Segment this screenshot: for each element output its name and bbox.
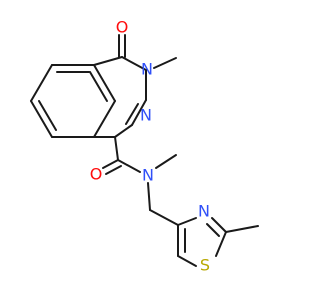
oxygen-atom-label: O (90, 165, 103, 184)
bond (155, 154, 177, 169)
bond (114, 136, 119, 161)
bond (30, 100, 53, 138)
bond (93, 56, 123, 66)
bond (177, 217, 197, 226)
oxygen-atom-label: O (116, 18, 129, 37)
bond (147, 182, 151, 211)
bond (125, 103, 139, 125)
bond (215, 231, 227, 257)
bond (105, 165, 122, 175)
bond (211, 217, 227, 233)
molecule-structure-diagram: O N N O N N S (30, 18, 259, 275)
bond (117, 159, 141, 173)
sulfur-atom-label: S (200, 256, 210, 275)
bond (114, 124, 133, 138)
nitrogen-atom-label: N (141, 60, 153, 79)
bond (102, 159, 119, 169)
bond (38, 100, 57, 131)
atom-labels: O N N O N N S (90, 18, 210, 275)
bond (177, 255, 197, 267)
bonds (30, 34, 259, 267)
nitrogen-atom-label: N (198, 202, 210, 221)
bond (131, 99, 147, 126)
nitrogen-atom-label: N (142, 166, 154, 185)
bond (93, 64, 116, 102)
bond (206, 223, 220, 237)
bond (153, 57, 177, 69)
bond (30, 64, 53, 102)
nitrogen-atom-label: N (140, 106, 152, 125)
bond (225, 225, 259, 233)
bond (93, 100, 116, 138)
bond (121, 56, 147, 71)
bond (89, 71, 108, 102)
bond (149, 209, 179, 226)
